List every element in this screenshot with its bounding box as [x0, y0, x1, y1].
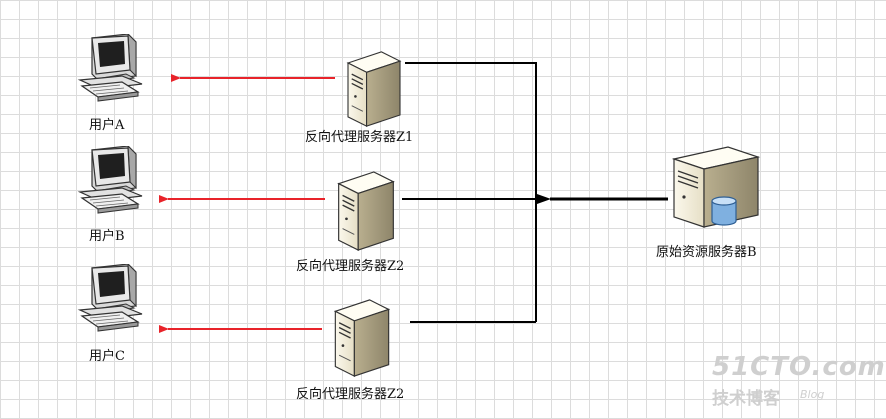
- proxy-z1-label: 反向代理服务器Z1: [305, 130, 414, 145]
- server-icon: [347, 51, 401, 127]
- pc-icon: [79, 146, 143, 214]
- watermark-blog: Blog: [800, 388, 825, 401]
- user-a-label: 用户A: [89, 118, 125, 133]
- user-c-label: 用户C: [89, 349, 125, 364]
- server-icon: [334, 299, 390, 377]
- proxy-z3-label: 反向代理服务器Z2: [296, 387, 405, 402]
- watermark-text: 技术博客: [712, 389, 780, 409]
- pc-icon: [79, 34, 143, 102]
- server-icon: [337, 171, 395, 251]
- proxy-z2-label: 反向代理服务器Z2: [296, 259, 405, 274]
- user-b-label: 用户B: [89, 229, 125, 244]
- pc-icon: [79, 264, 143, 332]
- watermark-site: 51CTO.com: [712, 352, 886, 382]
- connector-z1: [405, 62, 537, 322]
- database-server-icon: [673, 146, 759, 228]
- origin-server-label: 原始资源服务器B: [656, 245, 757, 260]
